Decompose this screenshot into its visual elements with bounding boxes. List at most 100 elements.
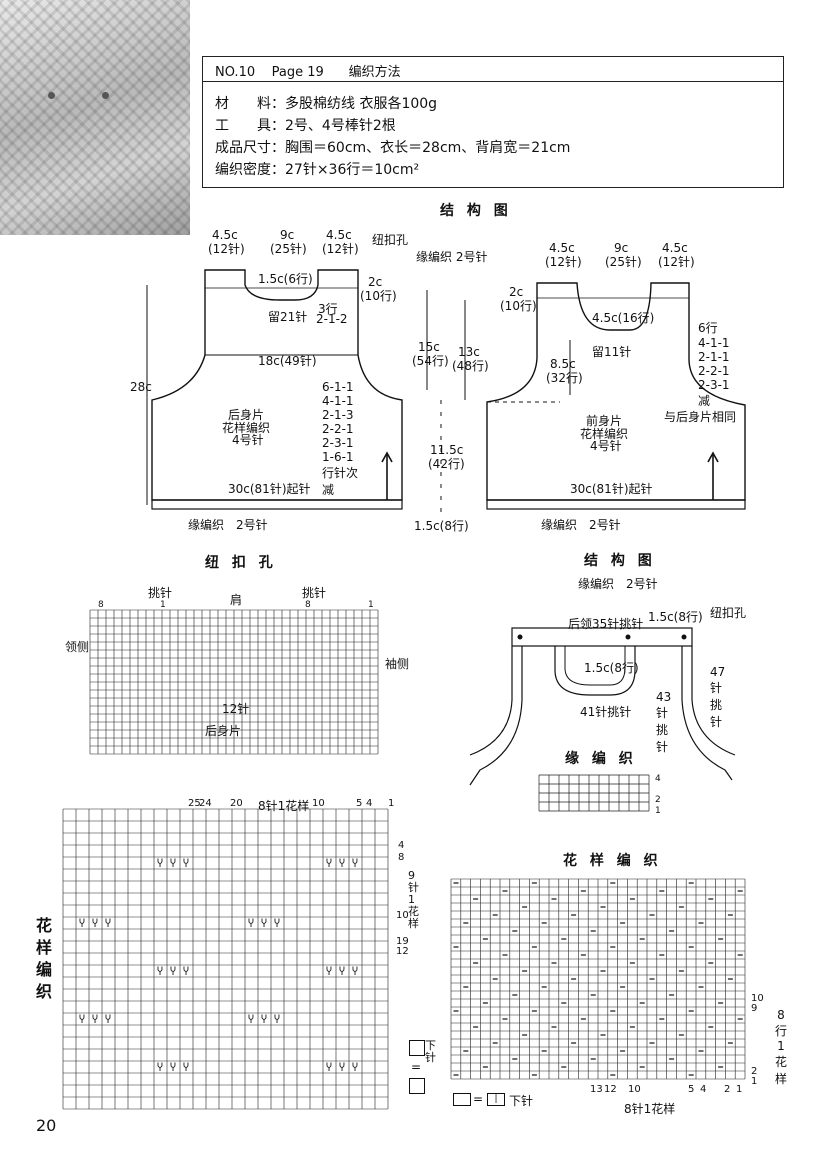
legend-eq: = [473,1092,484,1106]
right-repeat: 8针1花样 [624,1102,676,1116]
v-char: 样 [774,1072,787,1086]
material-value: 多股棉纺线 衣服各100g [285,96,438,112]
shoulder-label: 肩 [230,593,243,607]
v-char: 47 [710,665,726,679]
edge-row-4: 4 [655,774,661,784]
front-cast-on: 30c(81针)起针 [570,482,653,496]
dec-line: 2-3-1 [698,378,730,392]
dec-line: 2-2-1 [322,422,354,436]
tools-label: 工 具： [215,118,285,134]
material-label: 材 料： [215,96,285,112]
dec-line: 减 [322,483,335,497]
rcol-13: 13 [590,1084,603,1095]
twist-stitch-icon: Ⴤ [326,1062,332,1074]
col-num-1: 1 [388,798,395,809]
twist-stitch-icon: Ⴤ [183,966,189,978]
tools-row: 工 具：2号、4号棒针2根 [215,115,396,135]
rcol-12: 12 [604,1084,617,1095]
back-leave: 留21针 [268,310,308,324]
twist-stitch-icon: Ⴤ [352,858,358,870]
twist-stitch-icon: Ⴤ [157,966,163,978]
info-box: NO.10 Page 19 编织方法 材 料：多股棉纺线 衣服各100g 工 具… [202,56,784,188]
v-char: 挑 [656,723,669,737]
back-height: 28c [130,380,152,394]
arrowhead-icon [707,451,719,463]
arm-h2: 13c [458,345,480,359]
back-w2: 9c [280,228,295,242]
col-num-10: 10 [312,798,325,809]
rrow-1: 1 [751,1076,758,1087]
front-neck-h: 8.5c [550,357,576,371]
v-char: 行 [774,1024,787,1038]
rrow-10: 10 [751,993,764,1004]
back-border: 缘编织 2号针 [188,518,268,532]
small-neck-rows: 1.5c(8行) [648,610,703,624]
neck-side-label: 领侧 [65,640,90,654]
purl-symbol-icon: | [487,1093,505,1106]
col-num-25: 25 [188,798,201,809]
front-w1: 4.5c [549,241,575,255]
twist-stitch-icon: Ⴤ [157,1062,163,1074]
twist-stitch-icon: Ⴤ [274,918,280,930]
small-structure-title: 结 构 图 [584,553,656,569]
arrowhead-icon [381,451,393,463]
row-num-12: 12 [396,946,409,957]
front-w3-st: (12针) [658,255,695,269]
garment-photo [0,0,190,235]
front-pattern: 花样编织 [580,427,629,441]
pattern-number: NO.10 [215,65,256,80]
body-h-rows: (42行) [428,457,465,471]
v-char: 挑 [710,698,723,712]
twist-stitch-icon: Ⴤ [326,858,332,870]
left-row-repeat: 9针1花样 [408,869,419,930]
twist-stitch-icon: Ⴤ [170,966,176,978]
twist-stitch-icon: Ⴤ [170,1062,176,1074]
edge-title: 缘 编 织 [565,751,637,767]
row-num-10: 10 [396,910,409,921]
v-char: 花 [774,1055,787,1069]
pick-label: 挑针 [148,586,173,600]
method-title: 编织方法 [348,65,401,80]
back-strap-rows: (10行) [360,289,397,303]
front-needle: 4号针 [590,439,622,453]
front-w1-st: (12针) [545,255,582,269]
small-43: 43 针 挑 针 [656,690,671,755]
twist-stitch-icon: Ⴤ [92,1014,98,1026]
v-char: 1 [777,1039,785,1053]
small-buttonhole: 纽扣孔 [710,606,747,620]
front-neck-h-rows: (32行) [546,371,583,385]
legend-eq: = [411,1060,422,1074]
structure-title: 结 构 图 [440,203,512,219]
right-armhole [691,646,736,756]
legend-box [409,1040,425,1056]
rcol-4: 4 [700,1084,707,1095]
front-w3: 4.5c [662,241,688,255]
rrow-9: 9 [751,1003,758,1014]
edge-grid [538,774,650,812]
buttonhole-icon [625,634,631,640]
twist-stitch-icon: Ⴤ [183,858,189,870]
page-ref: Page 19 [271,65,324,80]
v-char: 针 [656,740,669,754]
gauge-label: 编织密度： [215,162,285,178]
dec-line: 4-1-1 [322,394,354,408]
col-num: 1 [160,600,166,610]
dec-line: 1-6-1 [322,450,354,464]
right-pattern-title: 花 样 编 织 [563,853,662,869]
twist-stitch-icon: Ⴤ [105,1014,111,1026]
twist-stitch-icon: Ⴤ [339,858,345,870]
back-name: 后身片 [228,408,265,422]
right-row-repeat: 8 行 1 花 样 [774,1008,788,1087]
twist-stitch-icon: Ⴤ [274,1014,280,1026]
size-row: 成品尺寸：胸围＝60cm、衣长＝28cm、背肩宽＝21cm [215,137,570,157]
twist-stitch-icon: Ⴤ [326,966,332,978]
button-icon [48,92,55,99]
dec-line: 2-1-3 [322,408,354,422]
arm-h2-rows: (48行) [452,359,489,373]
rrow-2: 2 [751,1066,758,1077]
mid-border: 缘编织 2号针 [416,250,488,264]
dec-line: 2-3-1 [322,436,354,450]
twist-stitch-icon: Ⴤ [79,918,85,930]
twist-stitch-icon: Ⴤ [79,1014,85,1026]
